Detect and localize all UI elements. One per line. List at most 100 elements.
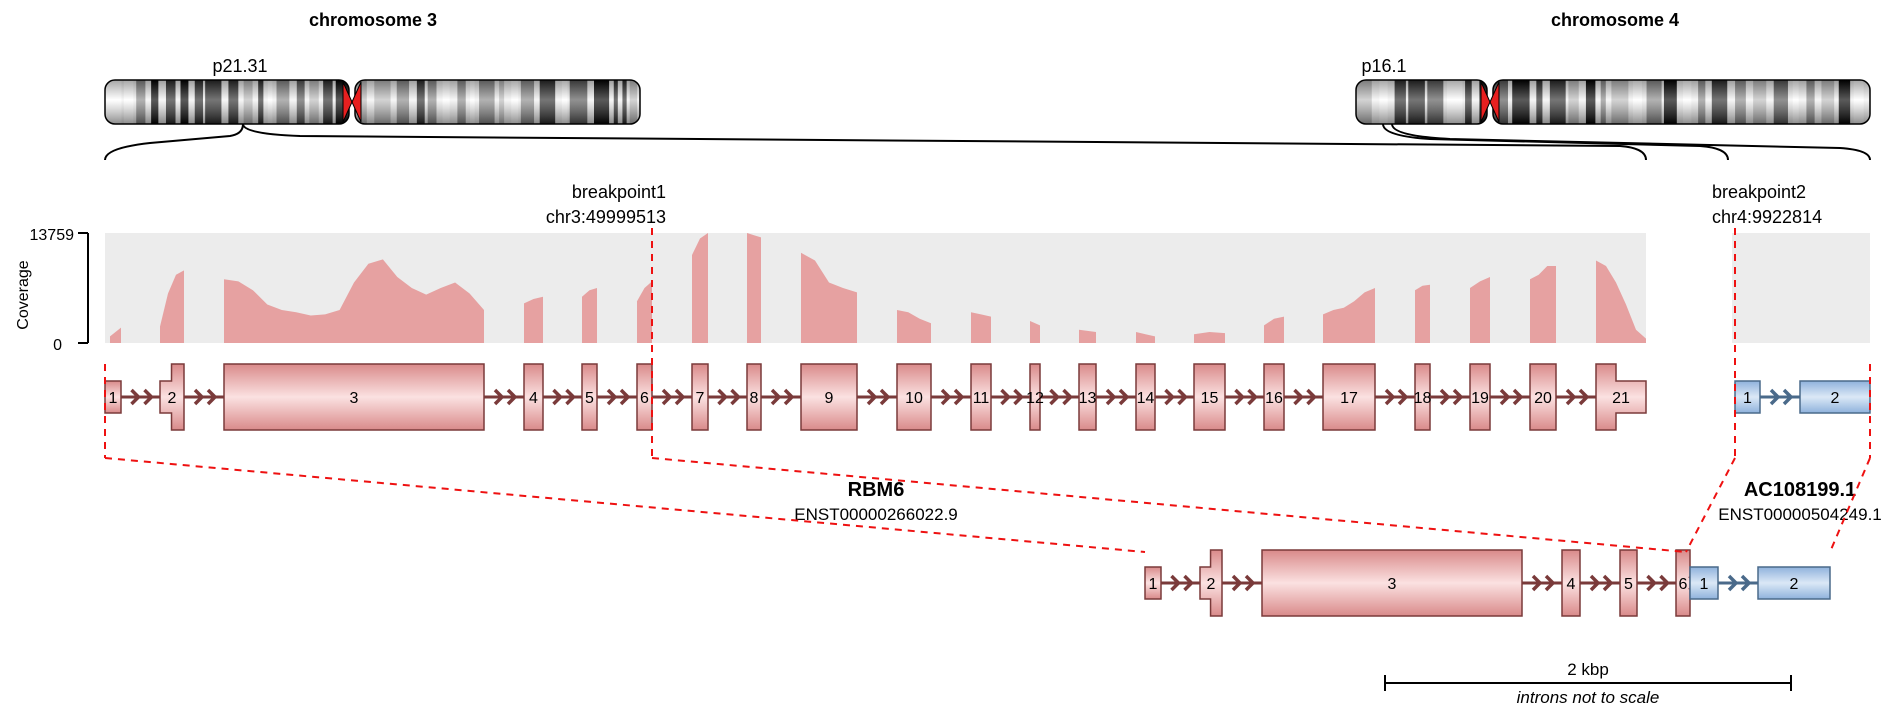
coverage-peak-7 [692,233,708,343]
gene1-exon-label-10: 10 [905,390,923,407]
gene1-exon-label-21: 21 [1612,390,1630,407]
coverage-track [110,233,1646,343]
gene1-intron-arrow [730,388,741,406]
fusion-gene1-exon-label-3: 3 [1388,576,1397,593]
gene1-intron-arrow [206,388,218,406]
fusion-gene2-intron-arrow [1740,574,1752,592]
chromosome-4-band-label: p16.1 [1361,56,1406,76]
gene2-intron-arrow [1769,388,1781,406]
coverage-peak-5 [582,288,597,343]
gene1-exon-label-2: 2 [168,390,177,407]
fusion-gene1-intron-arrow [1544,574,1556,592]
coverage-peak-21 [1596,260,1646,343]
fusion-gene1-intron-arrow [1531,574,1543,592]
chr3-centromere [342,81,362,123]
breakpoint1-label: breakpoint1 [572,182,666,202]
gene1-intron-arrow [879,388,891,406]
gene2-transcript: ENST00000504249.1 [1718,505,1882,524]
coverage-peak-1 [110,327,121,343]
fusion-gene1-intron-arrow [1602,574,1614,592]
gene1-intron-arrow [606,388,618,406]
gene1-intron-arrow [1105,388,1117,406]
gene1-intron-arrow [1234,388,1245,406]
gene1-intron-arrow [1000,388,1011,406]
chromosome-4-ideogram [1355,79,1871,125]
fusion-gene1-exon-label-2: 2 [1207,576,1216,593]
coverage-peak-14 [1136,332,1155,343]
gene2-exon-label-1: 1 [1743,390,1752,407]
breakpoint2-coord: chr4:9922814 [1712,207,1822,227]
gene1-intron-arrow [1306,388,1317,406]
gene1-exon-label-5: 5 [585,390,594,407]
gene1-intron-arrow [1452,388,1464,406]
gene1-intron-arrow [1439,388,1451,406]
fusion-gene1-intron-arrow [1183,574,1194,592]
coverage-peak-18 [1415,284,1430,343]
coverage-peak-16 [1264,316,1284,343]
zoom-connectors [104,123,1871,161]
fusion-gene1-intron-arrow [1589,574,1601,592]
gene1-intron-arrow [143,388,154,406]
gene1-transcript: ENST00000266022.9 [794,505,958,524]
gene1-exon-label-8: 8 [750,390,759,407]
gene1-intron-arrow [661,388,673,406]
chromosome-3-ideogram [104,79,641,125]
gene1-exon-label-7: 7 [696,390,705,407]
coverage-peak-20 [1530,266,1556,343]
gene1-intron-arrow [717,388,728,406]
fusion-gene1-intron-arrow [1659,574,1670,592]
coverage-peak-6 [637,281,652,343]
gene1-intron-arrow [953,388,965,406]
gene1-exon-label-15: 15 [1201,390,1219,407]
fusion-gene1-intron-arrow [1231,574,1243,592]
breakpoint-lines [104,228,1871,553]
coverage-panel-gene2 [1732,233,1870,343]
gene1-intron-arrow [1013,388,1024,406]
coverage-peak-11 [971,312,991,343]
gene1-name: RBM6 [848,479,905,501]
chr4-band-30 [1869,80,1870,124]
gene2-name: AC108199.1 [1744,479,1856,501]
gene1-exon-label-1: 1 [109,390,118,407]
chromosome-3-band-label: p21.31 [212,56,267,76]
gene1-exon-label-4: 4 [529,390,538,407]
coverage-peak-4 [524,296,543,343]
gene1-exon-label-9: 9 [825,390,834,407]
gene1-intron-arrow [1384,388,1396,406]
coverage-max-label: 13759 [30,227,75,244]
gene1-intron-arrow [1118,388,1130,406]
coverage-peak-8 [747,233,761,343]
gene1-intron-arrow [674,388,686,406]
fusion-gene2-exon-label-1: 1 [1700,576,1709,593]
coverage-peak-9 [801,252,857,343]
gene1-exon-label-18: 18 [1414,390,1432,407]
coverage-axis-label: Coverage [15,260,32,329]
coverage-peak-15 [1194,332,1225,343]
gene1-intron-arrow [1164,388,1175,406]
gene1-intron-arrow [1049,388,1060,406]
gene1-intron-arrow [1177,388,1188,406]
gene1-exon-label-6: 6 [640,390,649,407]
breakpoint2-label: breakpoint2 [1712,182,1806,202]
coverage-peak-2 [160,270,184,343]
gene1-intron-arrow [493,388,505,406]
fusion-gene1-exon-label-6: 6 [1679,576,1688,593]
gene1-exon-label-17: 17 [1340,390,1358,407]
gene1-intron-arrow [866,388,878,406]
chr4-centromere [1480,81,1500,123]
chromosome-4-title: chromosome 4 [1551,10,1679,30]
chromosome-3-title: chromosome 3 [309,10,437,30]
gene1-intron-arrow [1062,388,1073,406]
coverage-peak-17 [1323,288,1375,343]
gene2-intron-arrow [1782,388,1794,406]
fusion-gene1-exon-label-4: 4 [1567,576,1576,593]
gene1-exon-label-19: 19 [1471,390,1489,407]
gene1-intron-arrow [1293,388,1304,406]
fusion-gene2-exon-label-2: 2 [1790,576,1799,593]
coverage-min-label: 0 [53,337,62,354]
gene1-intron-arrow [783,388,795,406]
fusion-gene1-intron-arrow [1244,574,1256,592]
gene1-exon-label-11: 11 [973,390,990,407]
